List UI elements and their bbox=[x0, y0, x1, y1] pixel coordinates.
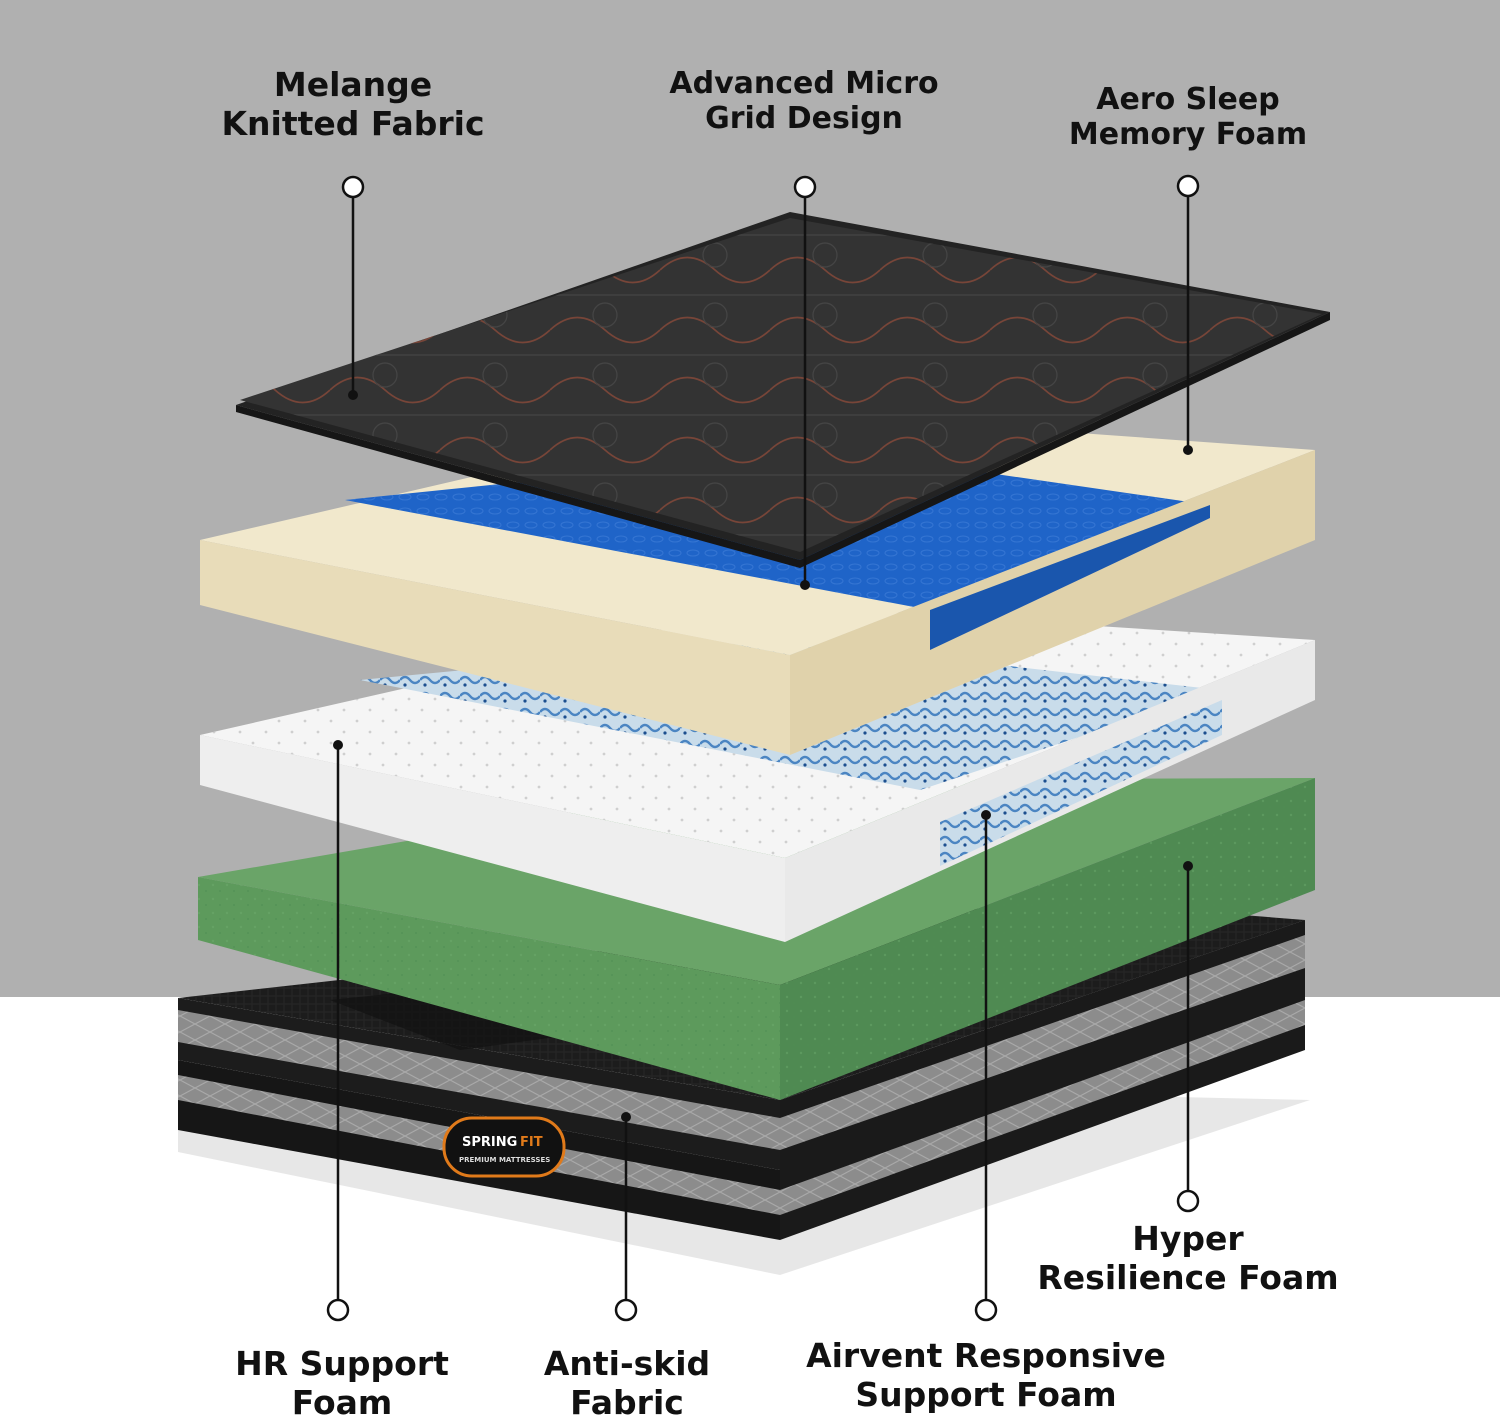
label-micro-grid: Advanced Micro Grid Design bbox=[669, 66, 939, 137]
label-anti-skid: Anti-skid Fabric bbox=[543, 1344, 711, 1422]
top-fabric-layer bbox=[236, 212, 1330, 568]
logo-tagline: PREMIUM MATTRESSES bbox=[459, 1156, 550, 1164]
label-hyper: Hyper Resilience Foam bbox=[1037, 1219, 1339, 1297]
callout-dots bbox=[333, 390, 1193, 1122]
logo-brand-spring: SPRING bbox=[462, 1135, 517, 1150]
aero-ring-icon bbox=[1176, 174, 1200, 198]
hr-support-ring-icon bbox=[326, 1298, 350, 1322]
airvent-ring-icon bbox=[974, 1298, 998, 1322]
callout-lines bbox=[336, 196, 1190, 1300]
springfit-logo: SPRING FIT PREMIUM MATTRESSES bbox=[442, 1116, 566, 1178]
logo-brand-fit: FIT bbox=[520, 1135, 543, 1150]
callout-rings bbox=[326, 174, 1200, 1322]
hyper-ring-icon bbox=[1176, 1189, 1200, 1213]
label-melange: Melange Knitted Fabric bbox=[221, 65, 485, 143]
label-aero: Aero Sleep Memory Foam bbox=[1068, 82, 1308, 153]
micro-grid-ring-icon bbox=[793, 175, 817, 199]
label-hr-support: HR Support Foam bbox=[235, 1344, 449, 1422]
label-airvent: Airvent Responsive Support Foam bbox=[806, 1336, 1166, 1414]
melange-ring-icon bbox=[341, 175, 365, 199]
anti-skid-ring-icon bbox=[614, 1298, 638, 1322]
